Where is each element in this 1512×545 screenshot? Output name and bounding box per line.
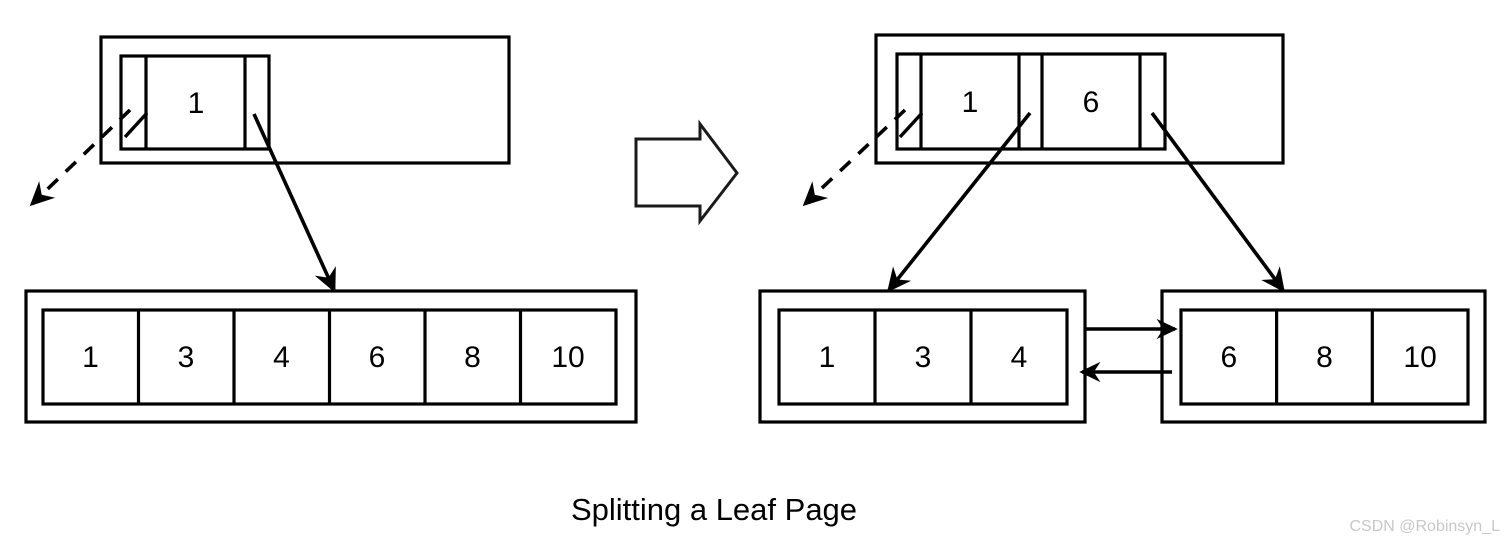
right-block-arrow <box>634 119 739 226</box>
before-internal-key-0: 1 <box>188 87 205 120</box>
before-left-pointer-dashed-arrow <box>29 108 132 207</box>
after-panel: 1 6 1 3 4 <box>758 33 1487 424</box>
before-child-pointer-arrow <box>252 113 336 293</box>
after-left-leaf-page[interactable]: 1 3 4 <box>758 289 1087 424</box>
after-internal-cell-group <box>895 52 1167 151</box>
after-right-leaf-cell-0: 6 <box>1220 341 1237 374</box>
before-leaf-cell-4: 8 <box>464 341 481 374</box>
after-right-leaf-cell-row <box>1179 308 1470 406</box>
after-right-child-pointer-arrow <box>1150 111 1285 293</box>
before-leaf-cell-0: 1 <box>82 341 99 374</box>
after-internal-key-0: 1 <box>962 86 979 119</box>
after-left-leaf-cell-2: 4 <box>1011 341 1028 374</box>
after-left-leaf-cell-1: 3 <box>915 341 932 374</box>
after-pointer-tick-left <box>898 111 924 139</box>
before-leaf-cell-1: 3 <box>178 341 195 374</box>
after-left-leaf-cell-0: 1 <box>819 341 836 374</box>
before-pointer-tick-left <box>123 111 149 139</box>
watermark-label: CSDN @Robinsyn_L <box>1349 518 1500 535</box>
after-right-leaf-cell-1: 8 <box>1316 341 1333 374</box>
after-left-child-pointer-arrow <box>887 111 1032 293</box>
after-left-leaf-cell-row <box>777 308 1069 406</box>
before-leaf-cell-3: 6 <box>369 341 386 374</box>
before-internal-node[interactable]: 1 <box>99 35 511 165</box>
after-right-leaf-cell-2: 10 <box>1403 341 1436 374</box>
before-leaf-cell-5: 10 <box>551 341 584 374</box>
after-internal-node[interactable]: 1 6 <box>874 33 1285 165</box>
before-panel: 1 1 3 4 6 8 10 <box>24 35 638 424</box>
diagram-caption: Splitting a Leaf Page <box>571 492 857 527</box>
after-internal-key-1: 6 <box>1083 86 1100 119</box>
before-leaf-cell-2: 4 <box>273 341 290 374</box>
before-leaf-page[interactable]: 1 3 4 6 8 10 <box>24 289 638 424</box>
after-right-leaf-page[interactable]: 6 8 10 <box>1160 289 1487 424</box>
